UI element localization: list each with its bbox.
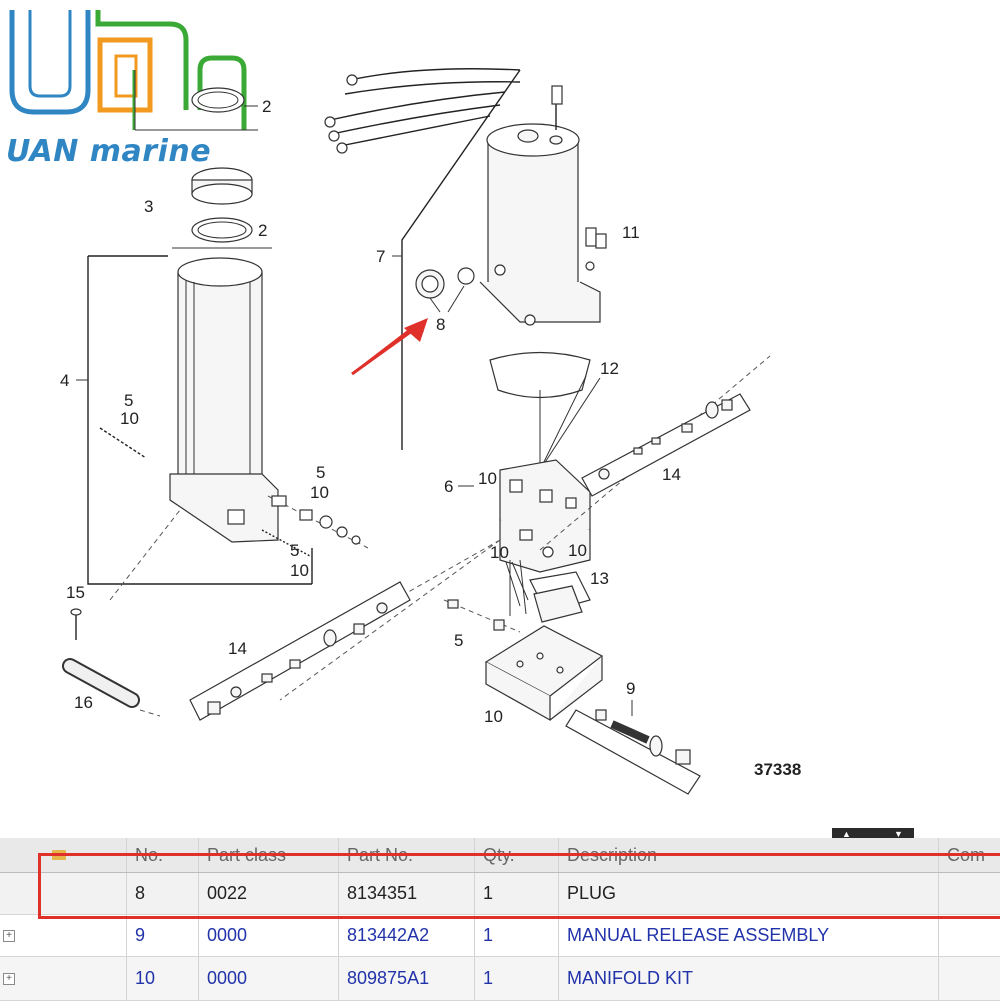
header-qty[interactable]: Qty.	[474, 838, 558, 872]
callout-10-left: 10	[120, 409, 139, 428]
base-plate	[484, 625, 604, 722]
cell-description[interactable]: MANUAL RELEASE ASSEMBLY	[558, 915, 938, 956]
cell-description[interactable]: MANIFOLD KIT	[558, 957, 938, 1000]
callout-7: 7	[376, 247, 385, 266]
header-description[interactable]: Description	[558, 838, 938, 872]
row-expander-cell	[0, 873, 126, 914]
logo-mark	[9, 10, 247, 130]
callout-10-mid: 10	[310, 483, 329, 502]
callout-10-low: 10	[290, 561, 309, 580]
callout-10-pump-low: 10	[568, 541, 587, 560]
callout-3: 3	[144, 197, 153, 216]
diagram-reference-number: 37338	[754, 760, 801, 779]
logo-word-uan: UAN	[6, 134, 79, 169]
cell-no[interactable]: 9	[126, 915, 198, 956]
header-no[interactable]: No.	[126, 838, 198, 872]
brand-logo: UAN marine	[0, 0, 260, 175]
cell-part-no[interactable]: 813442A2	[338, 915, 474, 956]
cell-description: PLUG	[558, 873, 938, 914]
logo-word-marine: marine	[89, 134, 212, 169]
parts-table: No. Part class Part No. Qty. Description…	[0, 838, 1000, 1001]
callout-12: 12	[600, 359, 619, 378]
callout-5-mid: 5	[316, 463, 325, 482]
pump-motor	[479, 85, 607, 326]
callout-4: 4	[60, 371, 69, 390]
callout-14-right: 14	[662, 465, 681, 484]
callout-5-left: 5	[124, 391, 133, 410]
cell-comment	[938, 873, 1000, 914]
table-row[interactable]: + 10 0000 809875A1 1 MANIFOLD KIT	[0, 957, 1000, 1001]
cell-part-class: 0022	[198, 873, 338, 914]
callout-14-left: 14	[228, 639, 247, 658]
callout-10-pump: 10	[478, 469, 497, 488]
table-row[interactable]: 8 0022 8134351 1 PLUG	[0, 873, 1000, 915]
callout-16: 16	[74, 693, 93, 712]
cell-comment	[938, 957, 1000, 1000]
logo-text: UAN marine	[6, 134, 211, 169]
cell-part-class[interactable]: 0000	[198, 957, 338, 1000]
cell-qty[interactable]: 1	[474, 957, 558, 1000]
table-row[interactable]: + 9 0000 813442A2 1 MANUAL RELEASE ASSEM…	[0, 915, 1000, 957]
header-comment[interactable]: Com	[938, 838, 1000, 872]
scroll-arrows-icon[interactable]: ▲▼	[832, 828, 914, 840]
valve-kit-left	[189, 581, 411, 721]
callout-5-low: 5	[290, 541, 299, 560]
cell-no[interactable]: 10	[126, 957, 198, 1000]
callout-9: 9	[626, 679, 635, 698]
cell-part-class[interactable]: 0000	[198, 915, 338, 956]
callout-2-lower: 2	[258, 221, 267, 240]
callout-10-base: 10	[484, 707, 503, 726]
cell-part-no[interactable]: 809875A1	[338, 957, 474, 1000]
header-part-class[interactable]: Part class	[198, 838, 338, 872]
header-part-no[interactable]: Part No.	[338, 838, 474, 872]
cell-comment	[938, 915, 1000, 956]
plus-box-icon[interactable]: +	[3, 972, 15, 985]
callout-6: 6	[444, 477, 453, 496]
folder-icon	[52, 850, 66, 860]
cell-qty: 1	[474, 873, 558, 914]
reservoir-cylinder	[134, 70, 279, 543]
exploded-parts-diagram: 2 3 2 4 5 10 5 10 5 10 7 8 11 12 6 10 14…	[60, 68, 801, 795]
cell-no: 8	[126, 873, 198, 914]
cell-part-no: 8134351	[338, 873, 474, 914]
callout-13: 13	[590, 569, 609, 588]
spring-kit-left	[99, 427, 369, 557]
callout-15: 15	[66, 583, 85, 602]
callout-2-top: 2	[262, 97, 271, 116]
row-expander-cell: +	[0, 957, 126, 1000]
cell-qty[interactable]: 1	[474, 915, 558, 956]
row-expander-cell: +	[0, 915, 126, 956]
callout-10-screws: 10	[490, 543, 509, 562]
callout-8: 8	[436, 315, 445, 334]
wire-harness	[324, 68, 521, 450]
pin-and-roll	[62, 509, 181, 717]
callout-5-base: 5	[454, 631, 463, 650]
callout-11: 11	[622, 223, 640, 242]
plug-part	[415, 267, 475, 299]
manual-release-assembly	[565, 709, 701, 795]
plus-box-icon[interactable]: +	[3, 929, 15, 942]
header-select	[0, 838, 126, 872]
table-header: No. Part class Part No. Qty. Description…	[0, 838, 1000, 873]
valve-kit-right	[581, 393, 751, 497]
